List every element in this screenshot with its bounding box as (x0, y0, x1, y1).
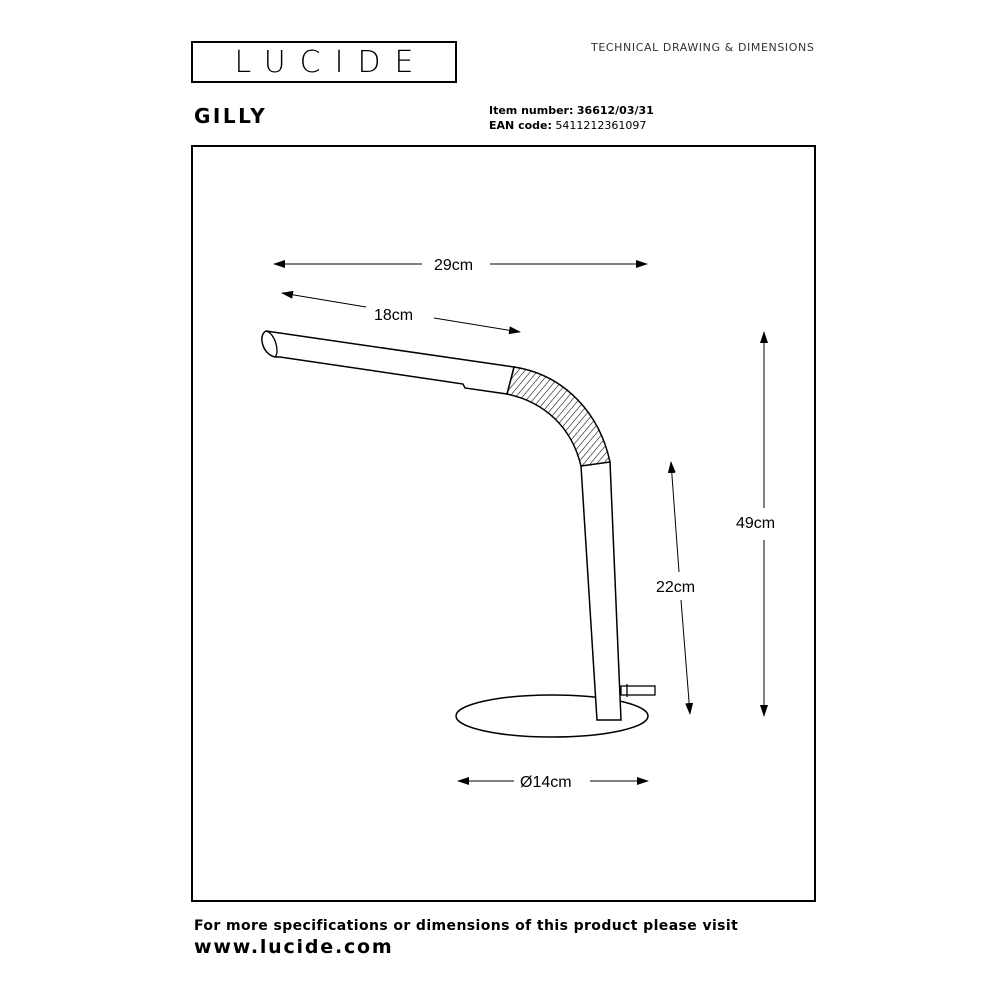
page-header-title: TECHNICAL DRAWING & DIMENSIONS (591, 41, 815, 54)
item-number-row: Item number: 36612/03/31 (489, 104, 654, 117)
dim-total-height-label: 49cm (736, 515, 775, 532)
ean-value: 5411212361097 (555, 119, 647, 132)
footer-website-link[interactable]: www.lucide.com (194, 936, 394, 958)
brand-logo-text: LUCIDE (234, 45, 428, 80)
ean-row: EAN code: 5411212361097 (489, 119, 646, 132)
item-number-label: Item number: (489, 104, 574, 117)
dim-base-diameter-label: Ø14cm (520, 774, 572, 791)
dim-stem-height-label: 22cm (656, 579, 695, 596)
footer-info-text: For more specifications or dimensions of… (194, 918, 739, 934)
brand-logo: LUCIDE (191, 41, 457, 83)
product-name: GILLY (194, 104, 268, 128)
lamp-switch (620, 685, 656, 696)
item-number-value: 36612/03/31 (576, 104, 654, 117)
dim-arm-length-label: 18cm (374, 307, 413, 324)
lamp-arm (261, 330, 515, 395)
dim-total-width-label: 29cm (434, 257, 473, 274)
lamp-stem (580, 461, 622, 721)
ean-label: EAN code: (489, 119, 552, 132)
drawing-frame (191, 145, 816, 902)
lamp-joint (506, 366, 611, 467)
